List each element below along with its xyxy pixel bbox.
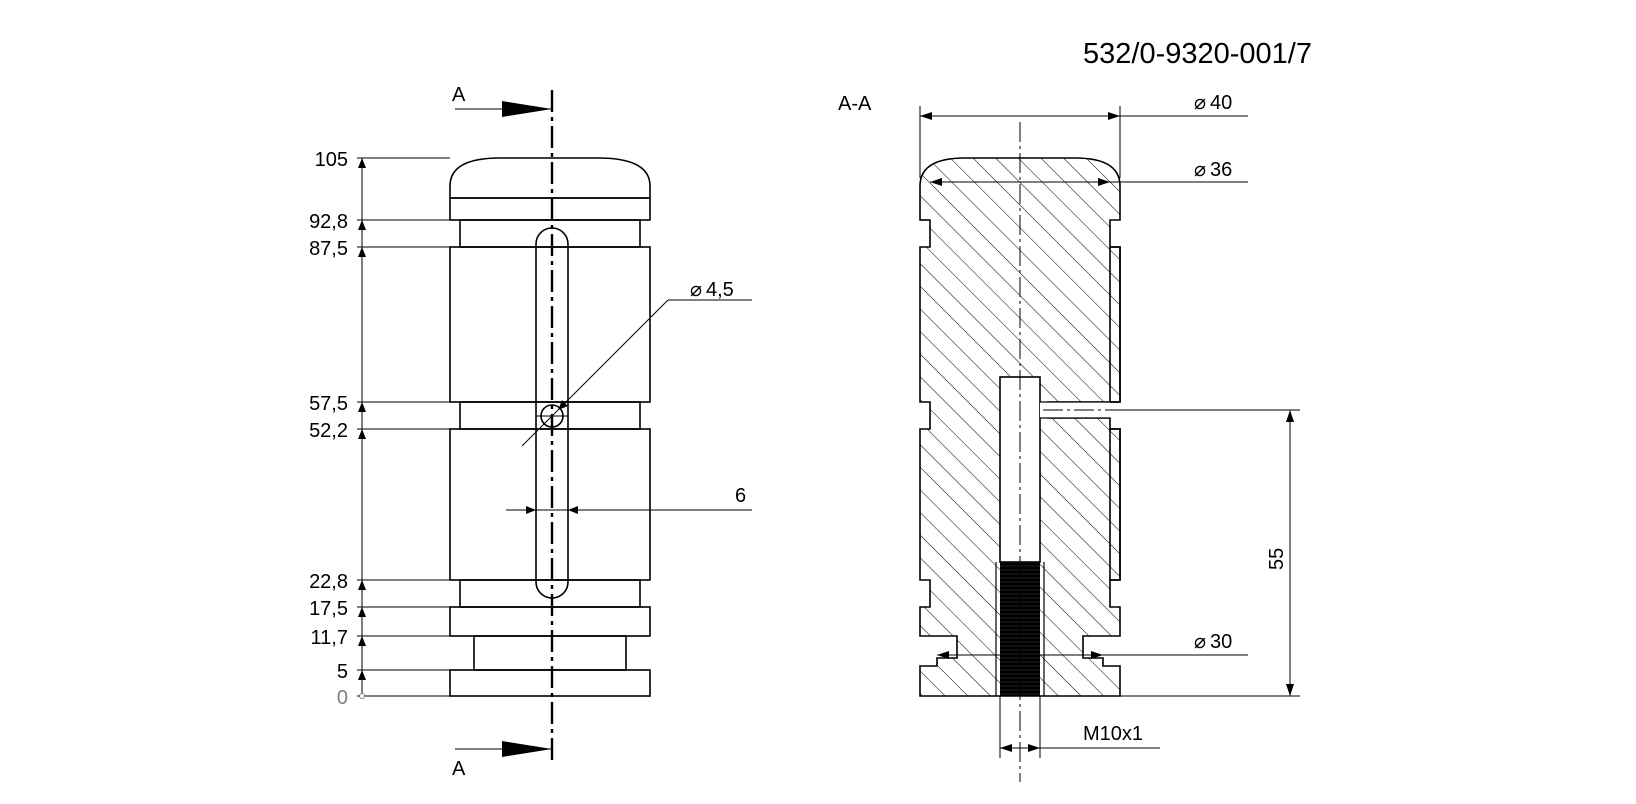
section-view: A-A ⌀ 40 ⌀ 36 ⌀ [838,92,1300,782]
neck-lower [459,579,641,608]
height-92-8: 92,8 [309,211,348,233]
outer-diameter-symbol: ⌀ [1194,92,1206,114]
height-57-5: 57,5 [309,393,348,415]
section-marker-top: A [452,84,466,106]
neck-upper [459,219,641,248]
groove [473,635,627,671]
thread-spec: M10x1 [1083,723,1143,745]
height-22-8: 22,8 [309,571,348,593]
section-title: A-A [838,93,872,115]
height-52-2: 52,2 [309,420,348,442]
groove-diameter-symbol: ⌀ [1194,631,1206,653]
cap-outline [449,157,651,199]
hole-diameter-value: 4,5 [706,279,734,301]
band-upper [449,246,651,403]
hole-leader [521,299,669,447]
band-lower [449,428,651,581]
drawing-number: 532/0-9320-001/7 [1083,38,1312,70]
groove-diameter-value: 30 [1210,631,1232,653]
front-view: A A 105 [309,84,752,780]
hole-height-value: 55 [1266,548,1288,570]
collar-diameter-symbol: ⌀ [1194,159,1206,181]
height-17-5: 17,5 [309,598,348,620]
collar-bottom [449,606,651,637]
base [449,669,651,697]
collar-diameter-value: 36 [1210,159,1232,181]
slot-width-value: 6 [735,485,746,507]
height-105: 105 [315,149,348,171]
height-5: 5 [337,661,348,683]
outer-diameter-value: 40 [1210,92,1232,114]
height-11-7: 11,7 [311,627,348,649]
hole-diameter-symbol: ⌀ [690,279,702,301]
collar-top [449,197,651,221]
height-87-5: 87,5 [309,238,348,260]
section-marker-bottom: A [452,758,466,780]
height-0: 0 [337,687,348,709]
height-dimensions [357,157,450,699]
